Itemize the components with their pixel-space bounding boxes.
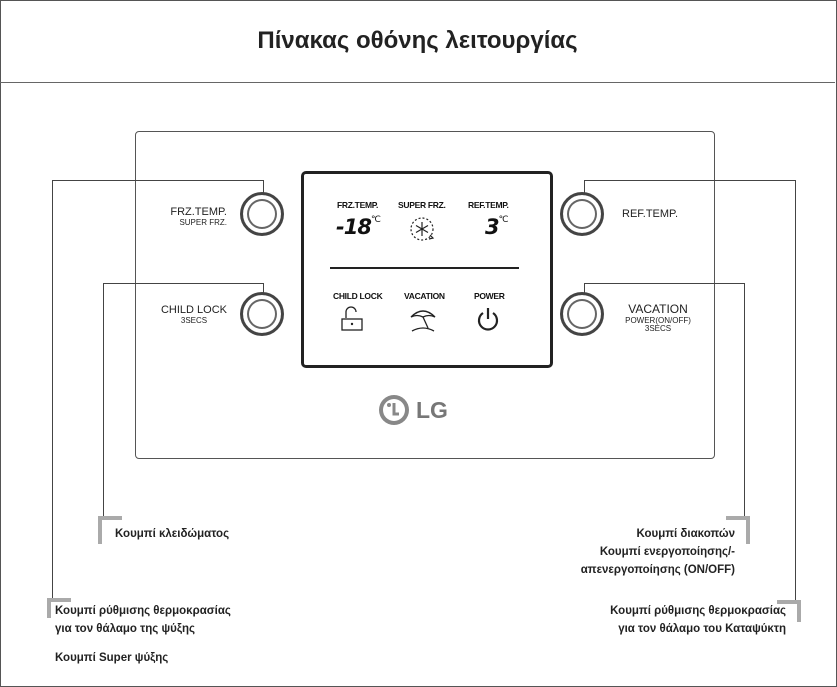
fridge-temp-unit: °C (498, 215, 509, 225)
power-onoff-text: POWER(ON/OFF) (625, 315, 691, 325)
fridge-annotation-line1: Κουμπί ρύθμισης θερμοκρασίας (55, 605, 231, 617)
leader-line (584, 180, 796, 181)
fridge-temp-annotation: Κουμπί ρύθμισης θερμοκρασίας για τον θάλ… (55, 603, 231, 639)
ref-temp-button[interactable] (560, 192, 604, 236)
frz-temp-panel-label: FRZ.TEMP. SUPER FRZ. (165, 206, 227, 227)
brand-logo: LG (378, 394, 448, 426)
display-child-lock-label: CHILD LOCK (333, 291, 383, 301)
ref-temp-panel-label: REF.TEMP. (622, 208, 679, 221)
display-screen (301, 171, 553, 368)
page-title: Πίνακας οθόνης λειτουργίας (257, 27, 578, 54)
power-annotation-line2: απενεργοποίησης (ON/OFF) (580, 563, 735, 576)
vacation-secs-text: 3SECS (644, 323, 672, 333)
freezer-temp-unit: °C (370, 215, 381, 225)
leader-line (52, 180, 264, 181)
callout-marker (98, 516, 122, 520)
power-icon (477, 308, 499, 331)
callout-marker (797, 600, 801, 622)
child-lock-text: CHILD LOCK (160, 304, 228, 316)
vacation-panel-label: VACATION POWER(ON/OFF) 3SECS (615, 303, 701, 333)
title-bar: Πίνακας οθόνης λειτουργίας (0, 0, 835, 83)
display-super-frz-label: SUPER FRZ. (398, 200, 446, 210)
lg-logo-icon (379, 395, 409, 425)
child-lock-secs-text: 3SECS (180, 315, 208, 325)
lock-icon (341, 306, 363, 331)
frz-temp-text: FRZ.TEMP. (170, 206, 227, 218)
callout-marker (47, 598, 71, 602)
callout-marker (777, 600, 801, 604)
freezer-annotation-line1: Κουμπί ρύθμισης θερμοκρασίας (610, 605, 786, 617)
callout-marker (746, 516, 750, 544)
leader-line (744, 283, 745, 516)
freezer-temp-value: -18 (336, 215, 372, 239)
fridge-annotation-line2: για τον θάλαμο της ψύξης (55, 622, 195, 635)
callout-marker (47, 598, 51, 618)
brand-text: LG (416, 396, 448, 423)
display-ref-temp-label: REF.TEMP. (468, 200, 509, 210)
frz-temp-button[interactable] (240, 192, 284, 236)
display-vacation-label: VACATION (404, 291, 445, 301)
leader-line (103, 283, 104, 516)
leader-line (584, 283, 585, 295)
display-separator (330, 267, 519, 269)
freezer-temp-readout: -18°C (336, 215, 381, 239)
leader-line (584, 283, 745, 284)
leader-line (263, 180, 264, 194)
snowflake-icon (410, 217, 435, 241)
child-lock-panel-label: CHILD LOCK 3SECS (155, 304, 233, 325)
leader-line (584, 180, 585, 194)
vacation-annotation-text: Κουμπί διακοπών (636, 528, 735, 540)
super-cool-annotation: Κουμπί Super ψύξης (55, 652, 169, 664)
freezer-temp-annotation: Κουμπί ρύθμισης θερμοκρασίας για τον θάλ… (560, 603, 786, 639)
leader-line (103, 283, 264, 284)
power-annotation-line1: Κουμπί ενεργοποίησης/- (599, 545, 735, 558)
umbrella-icon (410, 310, 436, 332)
super-frz-text: SUPER FRZ. (179, 217, 227, 227)
lock-button-annotation: Κουμπί κλειδώματος (115, 528, 230, 540)
leader-line (263, 283, 264, 295)
ref-temp-text: REF.TEMP. (622, 208, 679, 220)
fridge-temp-value: 3 (485, 215, 500, 239)
display-power-label: POWER (474, 291, 505, 301)
callout-marker (726, 516, 750, 520)
callout-marker (98, 516, 102, 544)
fridge-temp-readout: 3°C (485, 215, 509, 239)
vacation-text: VACATION (628, 302, 688, 316)
leader-line (52, 180, 53, 598)
display-frz-temp-label: FRZ.TEMP. (337, 200, 379, 210)
vacation-button-annotation: Κουμπί διακοπών Κουμπί ενεργοποίησης/- α… (539, 526, 735, 579)
freezer-annotation-line2: για τον θάλαμο του Καταψύκτη (618, 622, 786, 635)
vacation-button[interactable] (560, 292, 604, 336)
leader-line (795, 180, 796, 600)
child-lock-button[interactable] (240, 292, 284, 336)
